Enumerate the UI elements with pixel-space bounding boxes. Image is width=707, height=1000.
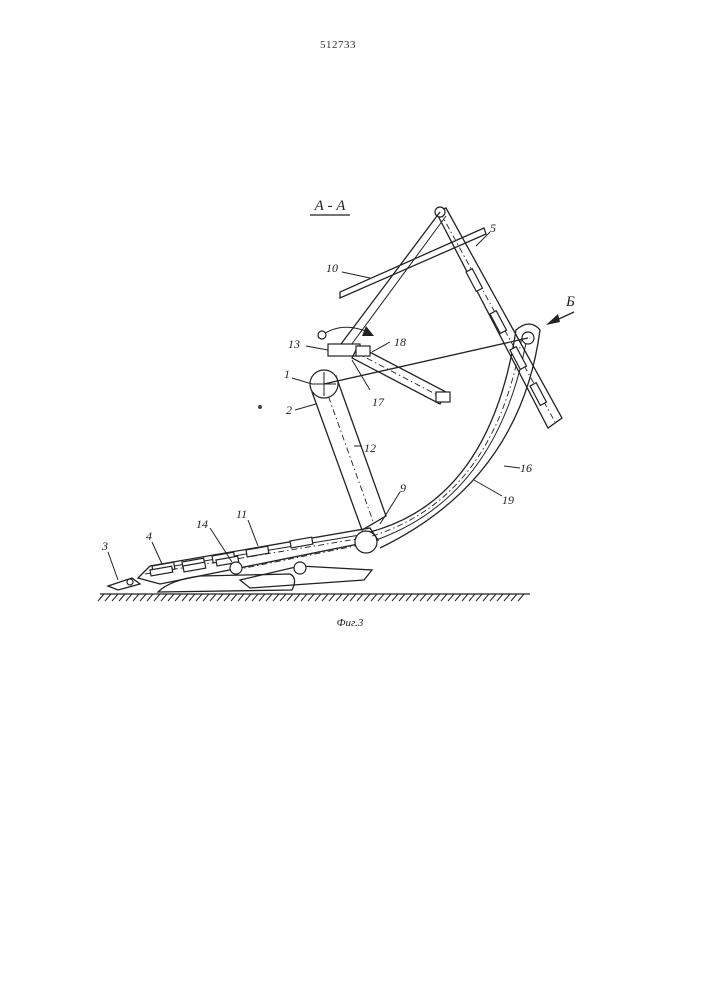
ground-hatch-stroke	[182, 594, 188, 601]
ground-hatch-stroke	[462, 594, 468, 601]
ground-hatch-stroke	[371, 594, 377, 601]
ground-hatch-stroke	[308, 594, 314, 601]
stray-mark	[258, 405, 262, 409]
callout-3: 3	[101, 539, 108, 553]
ground-hatch-stroke	[245, 594, 251, 601]
ground-hatch-stroke	[133, 594, 139, 601]
ground-hatch-stroke	[238, 594, 244, 601]
callout-5: 5	[490, 221, 496, 235]
pivot-9	[355, 531, 377, 553]
callout-4: 4	[146, 529, 152, 543]
ground-hatch-stroke	[483, 594, 489, 601]
link-rod-10	[335, 212, 486, 356]
ground-hatch-stroke	[105, 594, 111, 601]
ground-hatch-stroke	[448, 594, 454, 601]
ground-hatch-stroke	[413, 594, 419, 601]
svg-text:А - А: А - А	[314, 198, 347, 214]
ground-hatch-stroke	[175, 594, 181, 601]
ground-hatch-stroke	[350, 594, 356, 601]
ground-hatch-stroke	[511, 594, 517, 601]
ground-hatch-stroke	[497, 594, 503, 601]
ground-hatch-stroke	[280, 594, 286, 601]
ground-hatch-stroke	[441, 594, 447, 601]
view-marker: Б	[546, 294, 575, 325]
bracket-17	[328, 344, 360, 356]
ground-hatch-stroke	[357, 594, 363, 601]
ground-hatch-stroke	[126, 594, 132, 601]
ground-hatch-stroke	[329, 594, 335, 601]
ground-hatch-stroke	[224, 594, 230, 601]
ground-line	[98, 594, 530, 601]
ground-hatch-stroke	[469, 594, 475, 601]
ground-hatch-stroke	[301, 594, 307, 601]
ground-hatch-stroke	[420, 594, 426, 601]
ground-hatch-stroke	[294, 594, 300, 601]
ground-hatch-stroke	[378, 594, 384, 601]
callout-12: 12	[364, 441, 376, 455]
callout-11: 11	[236, 507, 247, 521]
ground-hatch-stroke	[210, 594, 216, 601]
ground-hatch-stroke	[315, 594, 321, 601]
callout-16: 16	[520, 461, 532, 475]
callout-17: 17	[372, 395, 385, 409]
ground-hatch-stroke	[504, 594, 510, 601]
ground-hatch-stroke	[119, 594, 125, 601]
ground-hatch-stroke	[140, 594, 146, 601]
ground-hatch-stroke	[273, 594, 279, 601]
upper-frame	[435, 207, 562, 428]
ground-hatch-stroke	[196, 594, 202, 601]
ground-hatch-stroke	[252, 594, 258, 601]
ground-hatch-stroke	[399, 594, 405, 601]
ground-hatch-stroke	[392, 594, 398, 601]
ground-hatch-stroke	[147, 594, 153, 601]
ground-hatch-stroke	[168, 594, 174, 601]
ground-hatch-stroke	[112, 594, 118, 601]
section-title: А - А	[310, 198, 350, 215]
callout-2: 2	[286, 403, 292, 417]
ground-hatch-stroke	[203, 594, 209, 601]
svg-text:Б: Б	[565, 294, 575, 310]
document-number: 512733	[320, 39, 356, 51]
pivot-14	[230, 562, 242, 574]
ground-hatch-stroke	[336, 594, 342, 601]
callout-10: 10	[326, 261, 338, 275]
callout-1: 1	[284, 367, 290, 381]
arrow-tail-circle	[318, 331, 326, 339]
ground-hatch-stroke	[385, 594, 391, 601]
callout-14: 14	[196, 517, 208, 531]
ground-hatch-stroke	[189, 594, 195, 601]
ground-hatch-stroke	[259, 594, 265, 601]
ground-hatch-stroke	[343, 594, 349, 601]
ground-hatch-stroke	[427, 594, 433, 601]
callout-18: 18	[394, 335, 406, 349]
ground-hatch-stroke	[266, 594, 272, 601]
ground-hatch-stroke	[217, 594, 223, 601]
ground-hatch-stroke	[287, 594, 293, 601]
pivot-support	[294, 562, 306, 574]
callout-13: 13	[288, 337, 300, 351]
ground-hatch-stroke	[161, 594, 167, 601]
ground-hatch-stroke	[434, 594, 440, 601]
ground-hatch-stroke	[154, 594, 160, 601]
callout-19: 19	[502, 493, 514, 507]
ground-hatch-stroke	[476, 594, 482, 601]
figure-caption: Фиг.3	[337, 617, 364, 629]
ground-hatch-stroke	[406, 594, 412, 601]
ground-hatch-stroke	[455, 594, 461, 601]
ground-hatch-stroke	[231, 594, 237, 601]
callout-9: 9	[400, 481, 406, 495]
ground-hatch-stroke	[518, 594, 524, 601]
ground-hatch-stroke	[490, 594, 496, 601]
ground-hatch-stroke	[98, 594, 104, 601]
cutting-knife	[108, 578, 140, 590]
ground-hatch-stroke	[322, 594, 328, 601]
ground-hatch-stroke	[364, 594, 370, 601]
